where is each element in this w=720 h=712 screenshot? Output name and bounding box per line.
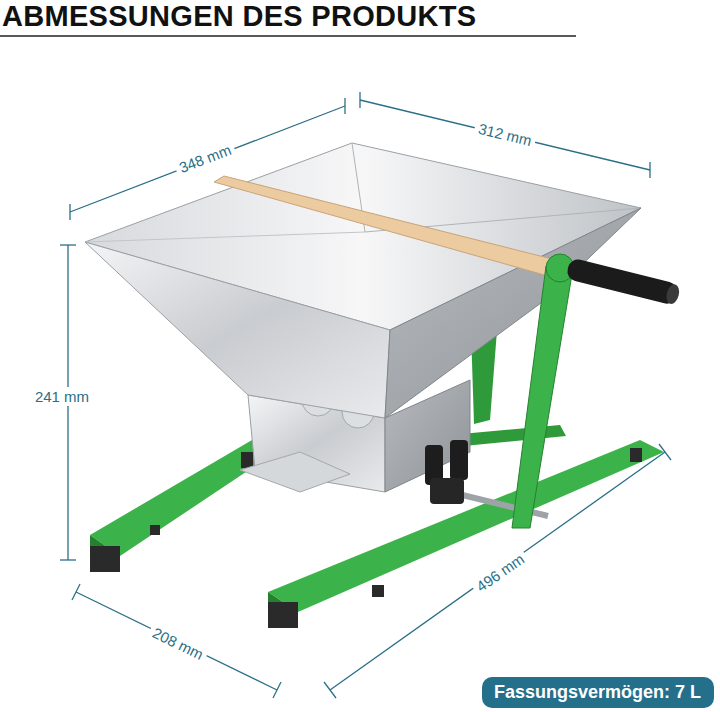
title-underline: [0, 35, 576, 37]
crank-handle: [512, 254, 681, 528]
hopper: [85, 143, 641, 418]
dimension-label: 208 mm: [146, 621, 210, 665]
wooden-bar: [214, 176, 556, 276]
badge-text: Fassungsvermögen: 7 L: [494, 682, 702, 703]
dimension-label: 496 mm: [469, 546, 531, 597]
dimension-lines: [60, 92, 671, 698]
dimension-label: 348 mm: [173, 138, 238, 178]
dimension-label: 312 mm: [473, 118, 538, 151]
capacity-badge: Fassungsvermögen: 7 L: [482, 677, 714, 708]
page-title: ABMESSUNGEN DES PRODUKTS: [2, 0, 476, 33]
dimension-label: 241 mm: [31, 387, 93, 406]
